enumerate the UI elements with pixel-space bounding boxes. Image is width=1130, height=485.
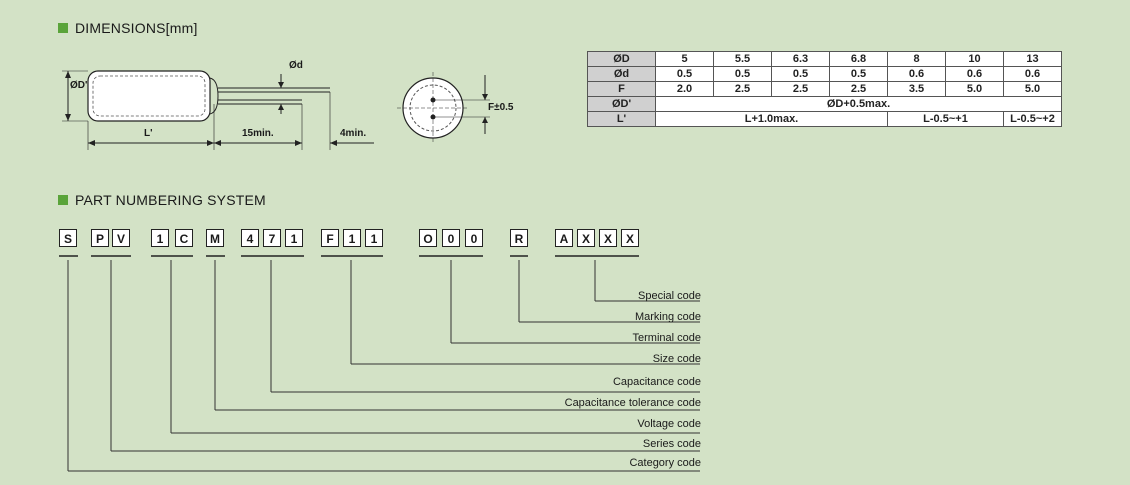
code-box: 4 — [241, 229, 259, 247]
table-row: ØD 5 5.5 6.3 6.8 8 10 13 — [587, 51, 1062, 67]
label-category-code: Category code — [629, 457, 701, 469]
code-box: X — [599, 229, 617, 247]
label-size-code: Size code — [652, 353, 701, 365]
label-15min: 15min. — [242, 128, 274, 139]
label-voltage-code: Voltage code — [637, 418, 701, 430]
capacitor-sleeve — [92, 75, 206, 117]
code-box: 0 — [442, 229, 460, 247]
dimensions-heading: DIMENSIONS[mm] — [58, 20, 198, 36]
code-box: C — [175, 229, 193, 247]
code-box: R — [510, 229, 528, 247]
code-box: X — [577, 229, 595, 247]
label-4min: 4min. — [340, 128, 367, 139]
part-numbering-title: PART NUMBERING SYSTEM — [75, 192, 266, 208]
label-series-code: Series code — [642, 438, 701, 450]
code-box: M — [206, 229, 224, 247]
label-capacitance-tolerance-code: Capacitance tolerance code — [564, 397, 701, 409]
dimension-table: ØD 5 5.5 6.3 6.8 8 10 13 Ød 0.5 0.5 0.5 … — [587, 51, 1062, 127]
code-box: 1 — [343, 229, 361, 247]
capacitor-body — [87, 70, 211, 122]
label-od: ØD' — [70, 80, 88, 91]
code-box: F — [321, 229, 339, 247]
section-marker-icon — [58, 195, 68, 205]
table-row: Ød 0.5 0.5 0.5 0.5 0.6 0.6 0.6 — [587, 66, 1062, 82]
label-capacitance-code: Capacitance code — [612, 376, 701, 388]
table-row: F 2.0 2.5 2.5 2.5 3.5 5.0 5.0 — [587, 81, 1062, 97]
dimensions-title: DIMENSIONS[mm] — [75, 20, 198, 36]
code-box: A — [555, 229, 573, 247]
code-box: 1 — [365, 229, 383, 247]
code-box: O — [419, 229, 437, 247]
code-box: 0 — [465, 229, 483, 247]
label-f: F±0.5 — [488, 102, 514, 113]
label-special-code: Special code — [638, 290, 701, 302]
label-l: L' — [144, 128, 153, 139]
code-box: X — [621, 229, 639, 247]
part-numbering-heading: PART NUMBERING SYSTEM — [58, 192, 266, 208]
code-box: 1 — [285, 229, 303, 247]
table-row: ØD' ØD+0.5max. — [587, 96, 1062, 112]
section-marker-icon — [58, 23, 68, 33]
code-box: V — [112, 229, 130, 247]
table-row: L' L+1.0max. L-0.5~+1 L-0.5~+2 — [587, 111, 1062, 127]
code-box: P — [91, 229, 109, 247]
code-box: 1 — [151, 229, 169, 247]
code-box: 7 — [263, 229, 281, 247]
code-box: S — [59, 229, 77, 247]
label-terminal-code: Terminal code — [632, 332, 701, 344]
label-marking-code: Marking code — [634, 311, 701, 323]
label-d-wire: Ød — [289, 60, 303, 71]
connector-lines — [67, 260, 700, 472]
